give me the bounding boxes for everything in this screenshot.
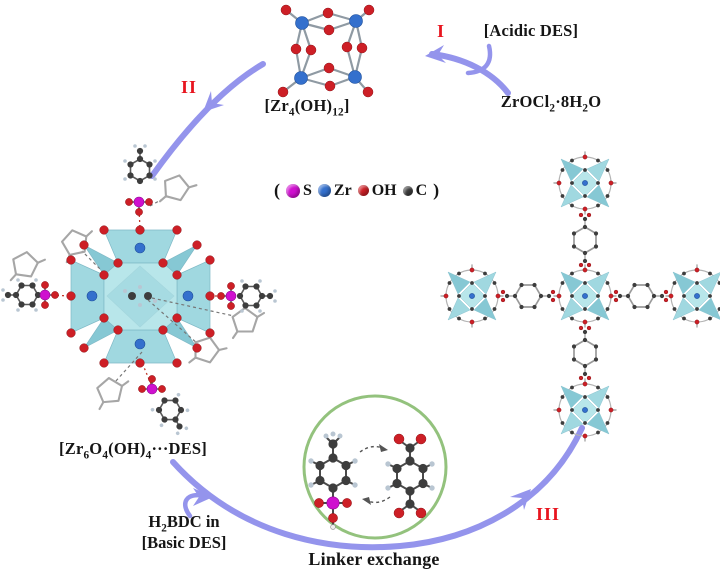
zr6-atoms	[66, 225, 215, 368]
bdc-linker	[571, 325, 599, 381]
exchange-arrows	[359, 444, 391, 505]
sulfur-atom-icon	[286, 183, 300, 198]
h2bdc-line2: [Basic DES]	[141, 533, 227, 553]
zr6-des-cluster	[0, 143, 278, 442]
step-ii-label: II	[180, 77, 198, 97]
zr6-node	[553, 151, 617, 215]
arrow-step-iii-head	[510, 489, 531, 510]
atom-legend: ( S Zr OH C )	[274, 180, 439, 201]
step-iii-label: III	[535, 504, 561, 524]
arrow-h2bdc-hook-head	[193, 488, 213, 506]
bdc-linker	[571, 212, 599, 268]
bdc-molecule	[385, 433, 435, 519]
legend-close-paren: )	[433, 180, 440, 200]
bdc-linker	[500, 282, 556, 310]
legend-label-sulfur: S	[303, 181, 312, 199]
arrow-step-ii-head	[203, 91, 224, 112]
h2bdc-line1: H2BDC in	[148, 512, 220, 535]
linker-exchange-label: Linker exchange	[308, 549, 440, 569]
legend-open-paren: (	[274, 180, 280, 200]
arrow-step-ii	[149, 61, 266, 179]
legend-item-sulfur: S	[286, 182, 312, 200]
legend-label-hydroxide: OH	[371, 181, 397, 199]
mof-framework	[440, 151, 720, 442]
acidic-des-label: [Acidic DES]	[483, 21, 579, 40]
linker-exchange-inset	[302, 394, 448, 540]
legend-item-hydroxide: OH	[357, 181, 397, 200]
legend-label-carbon: C	[415, 181, 428, 199]
zr6-node	[553, 264, 617, 328]
zr6-cluster-label: [Zr6O4(OH)4···DES]	[59, 439, 207, 462]
arrow-acidic-des-hook	[465, 43, 493, 76]
legend-item-carbon: C	[402, 181, 428, 200]
zr4-cluster-label: [Zr4(OH)12]	[264, 96, 350, 119]
bdc-linker	[613, 282, 669, 310]
tosylate-molecule	[308, 431, 358, 530]
zr4-cluster	[277, 4, 375, 98]
zr6-node	[553, 378, 617, 442]
carbon-atom-icon	[402, 185, 413, 196]
zr6-node	[440, 264, 504, 328]
arrow-step-i	[429, 51, 511, 96]
step-i-label: I	[436, 21, 446, 41]
legend-label-zirconium: Zr	[333, 181, 352, 199]
zrocl2-label: ZrOCl2·8H2O	[500, 92, 602, 115]
legend-item-zirconium: Zr	[317, 181, 352, 200]
arrow-step-i-head	[425, 45, 446, 63]
arrow-step-iii	[170, 425, 585, 551]
zirconium-atom-icon	[317, 184, 331, 197]
cycle-arrows	[149, 43, 585, 551]
h2bdc-reagent-label: H2BDC in [Basic DES]	[142, 511, 227, 554]
zr6-node	[665, 264, 720, 328]
hydroxide-atom-icon	[357, 185, 369, 196]
